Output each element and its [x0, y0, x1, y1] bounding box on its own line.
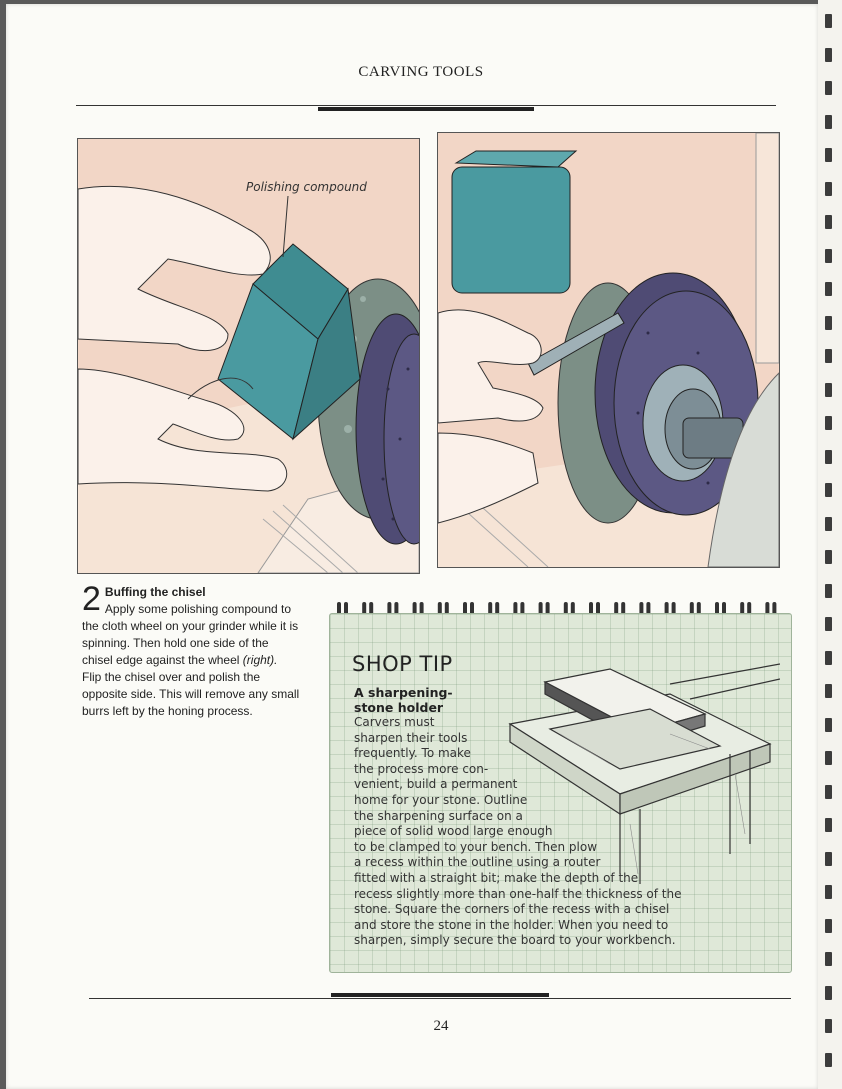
shop-tip-line: a recess within the outline using a rout…: [354, 855, 601, 870]
shop-tip-line: sharpen, simply secure the board to your…: [354, 933, 676, 948]
spiral-binding: [818, 0, 842, 1089]
shop-tip-line: frequently. To make: [354, 746, 471, 761]
illustration-buffing-chisel: [437, 132, 780, 568]
binding-hole: [825, 918, 832, 933]
binding-hole: [825, 717, 832, 732]
binding-hole: [825, 952, 832, 966]
step-body-emphasis: (right).: [242, 653, 278, 667]
binding-hole: [825, 650, 832, 665]
shop-tip-subtitle-line-1: A sharpening-: [354, 685, 453, 700]
footer-rule: [89, 998, 791, 999]
footer-rule-accent: [331, 993, 549, 997]
header-rule-accent: [318, 107, 534, 111]
step-title: Buffing the chisel: [104, 585, 206, 599]
binding-hole: [825, 516, 832, 531]
binding-hole: [825, 684, 832, 698]
binding-hole: [825, 315, 832, 330]
binding-hole: [825, 416, 832, 430]
binding-hole: [825, 248, 832, 263]
step-body-part2: Flip the chisel over and polish the oppo…: [82, 670, 300, 718]
step-caption: 2 Buffing the chisel Apply some polishin…: [82, 580, 300, 720]
binding-hole: [825, 148, 832, 162]
binding-hole: [825, 483, 832, 497]
page-number: 24: [433, 1018, 449, 1034]
shop-tip-line: venient, build a permanent: [354, 777, 518, 792]
step-number: 2: [82, 580, 101, 618]
binding-hole: [825, 784, 832, 799]
shop-tip-line: piece of solid wood large enough: [354, 824, 553, 839]
shop-tip-line: fitted with a straight bit; make the dep…: [354, 871, 639, 885]
binding-hole: [825, 215, 832, 229]
callout-polishing-compound: Polishing compound: [246, 180, 367, 194]
illustration-polishing-compound: Polishing compound: [77, 138, 420, 574]
shop-tip-line: and store the stone in the holder. When …: [354, 917, 669, 932]
shop-tip-subtitle-line-2: stone holder: [354, 700, 444, 715]
shop-tip-line: Carvers must: [354, 715, 435, 729]
binding-hole: [825, 449, 832, 464]
binding-hole: [825, 985, 832, 1000]
binding-hole: [825, 1052, 832, 1067]
shop-tip-line: stone. Square the corners of the recess …: [354, 902, 670, 917]
step-body-part1: Apply some polishing compound to the clo…: [82, 602, 299, 667]
binding-hole: [825, 349, 832, 363]
binding-hole: [825, 382, 832, 397]
shop-tip-box: SHOP TIP A sharpening- stone holder Carv…: [329, 613, 792, 973]
binding-hole: [825, 818, 832, 832]
running-head: CARVING TOOLS: [358, 64, 484, 80]
buffing-illustration: [438, 133, 779, 567]
shop-tip-line: the process more con-: [354, 761, 489, 776]
binding-hole: [825, 550, 832, 564]
shop-tip-line: sharpen their tools: [354, 730, 468, 745]
header-rule: [76, 105, 776, 106]
binding-hole: [825, 14, 832, 28]
binding-hole: [825, 47, 832, 62]
binding-hole: [825, 282, 832, 296]
shop-tip-line: home for your stone. Outline: [354, 793, 528, 807]
binding-hole: [825, 181, 832, 196]
shop-tip-line: recess slightly more than one-half the t…: [354, 886, 682, 901]
shop-tip-label: SHOP TIP: [352, 652, 453, 676]
binding-hole: [825, 851, 832, 866]
binding-hole: [825, 1019, 832, 1033]
binding-hole: [825, 114, 832, 129]
shop-tip-subtitle: A sharpening- stone holder: [354, 685, 453, 715]
polishing-illustration: Polishing compound: [78, 139, 419, 573]
binding-hole: [825, 751, 832, 765]
binding-hole: [825, 81, 832, 95]
shop-tip-line: the sharpening surface on a: [354, 808, 523, 823]
binding-hole: [825, 617, 832, 631]
binding-hole: [825, 885, 832, 899]
shop-tip-line: to be clamped to your bench. Then plow: [354, 839, 598, 854]
binding-hole: [825, 583, 832, 598]
stone-holder-drawing: [508, 663, 780, 884]
